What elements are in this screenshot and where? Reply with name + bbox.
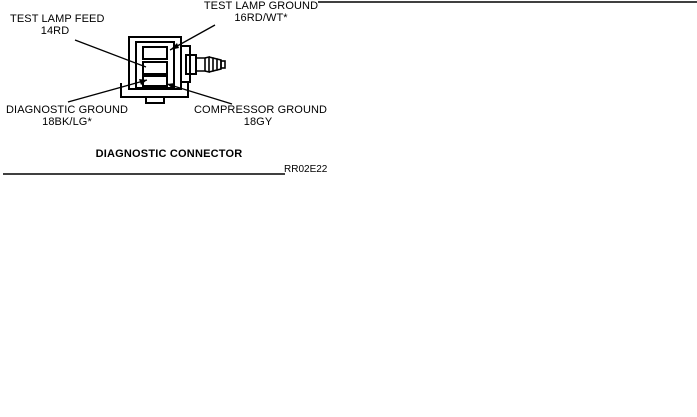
label-test-lamp-ground: TEST LAMP GROUND 16RD/WT*: [202, 0, 320, 24]
label-diagnostic-ground: DIAGNOSTIC GROUND 18BK/LG*: [6, 104, 128, 128]
test-lamp-ground-name: TEST LAMP GROUND: [203, 0, 319, 12]
compressor-ground-name: COMPRESSOR GROUND: [194, 104, 328, 116]
connector-body: [120, 36, 197, 104]
leader-diagnostic-ground: [67, 79, 148, 103]
cavity-3: [142, 75, 168, 87]
threaded-stub: [196, 55, 226, 74]
label-compressor-ground: COMPRESSOR GROUND 18GY: [194, 104, 328, 128]
label-test-lamp-feed: TEST LAMP FEED 14RD: [10, 13, 105, 37]
test-lamp-feed-wire: 14RD: [40, 25, 70, 37]
compressor-ground-wire: 18GY: [243, 116, 273, 128]
diagram-caption: DIAGNOSTIC CONNECTOR: [95, 148, 243, 160]
leader-compressor-ground: [166, 83, 233, 105]
cavity-1: [142, 46, 168, 60]
figure-code: RR02E22: [284, 164, 328, 175]
leader-test-lamp-feed: [74, 39, 147, 68]
cavity-2: [142, 61, 168, 75]
test-lamp-ground-wire: 16RD/WT*: [234, 12, 288, 24]
leader-lines: [67, 24, 233, 105]
diagnostic-ground-wire: 18BK/LG*: [42, 116, 92, 128]
test-lamp-feed-name: TEST LAMP FEED: [10, 13, 105, 25]
diagnostic-ground-name: DIAGNOSTIC GROUND: [6, 104, 129, 116]
